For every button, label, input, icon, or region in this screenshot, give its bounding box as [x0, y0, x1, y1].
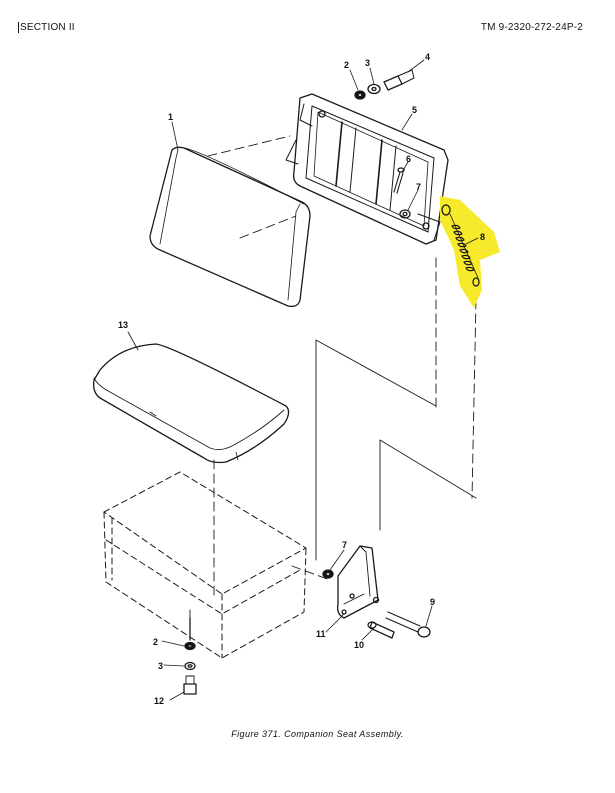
back-frame	[285, 93, 449, 245]
section-header: SECTION II	[18, 22, 75, 33]
spacer-washer-lower	[322, 569, 334, 579]
callout-8: 8	[480, 232, 485, 242]
alignment-lines	[189, 135, 477, 641]
callout-6: 6	[406, 154, 411, 164]
callout-5: 5	[412, 105, 417, 115]
callout-7-upper: 7	[416, 182, 421, 192]
callout-2-upper: 2	[344, 60, 349, 70]
callout-leaders	[127, 59, 479, 701]
callout-9: 9	[430, 597, 435, 607]
callout-labels: 1 2 3 4 5 6 7 8 13 7 11 10 9 2 3 12	[118, 52, 485, 706]
spacer-washer-upper	[399, 209, 411, 219]
figure-caption: Figure 371. Companion Seat Assembly.	[231, 729, 404, 739]
callout-2-lower: 2	[153, 637, 158, 647]
callout-12: 12	[154, 696, 164, 706]
callout-3-upper: 3	[365, 58, 370, 68]
callout-13: 13	[118, 320, 128, 330]
cotter-pin	[393, 167, 405, 194]
seat-cushion	[92, 343, 290, 464]
lower-fastener-set	[183, 617, 197, 695]
routing-lines	[315, 339, 477, 561]
callout-10: 10	[354, 640, 364, 650]
upper-fastener-set	[354, 69, 415, 100]
callout-4: 4	[425, 52, 430, 62]
mounting-bracket	[336, 545, 380, 619]
callout-7-lower: 7	[342, 540, 347, 550]
callout-11: 11	[316, 629, 326, 639]
document-number: TM 9-2320-272-24P-2	[480, 22, 583, 33]
seat-back-cushion	[149, 146, 311, 308]
tension-spring	[440, 196, 500, 308]
seat-box-outline	[103, 471, 307, 659]
clevis-pin	[385, 611, 431, 638]
callout-1: 1	[168, 112, 173, 122]
cap-screw	[367, 621, 395, 639]
callout-3-lower: 3	[158, 661, 163, 671]
